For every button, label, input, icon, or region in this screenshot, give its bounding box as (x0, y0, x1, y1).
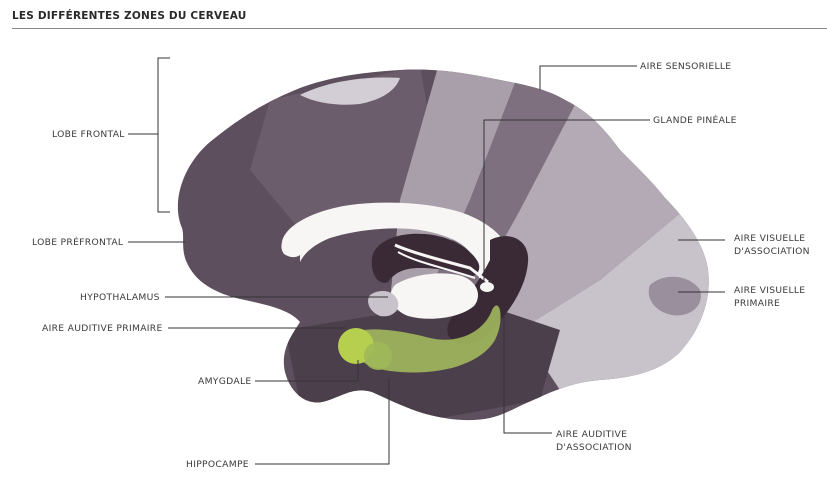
label-aire-sensorielle: AIRE SENSORIELLE (640, 60, 731, 73)
amygdala-overlap (364, 342, 392, 370)
label-aire-visuelle-primaire: AIRE VISUELLE PRIMAIRE (734, 284, 805, 310)
label-lobe-frontal: LOBE FRONTAL (52, 128, 125, 141)
label-amygdale: AMYGDALE (198, 375, 251, 388)
label-line: AIRE VISUELLE (734, 232, 810, 245)
label-line: AIRE AUDITIVE (556, 428, 632, 441)
label-aire-visuelle-association: AIRE VISUELLE D'ASSOCIATION (734, 232, 810, 258)
pineal-gland (480, 282, 494, 292)
label-aire-auditive-primaire: AIRE AUDITIVE PRIMAIRE (42, 322, 163, 335)
frontal-bracket (158, 58, 170, 212)
label-line: D'ASSOCIATION (734, 245, 810, 258)
label-lobe-prefrontal: LOBE PRÉFRONTAL (32, 236, 123, 249)
label-line: D'ASSOCIATION (556, 441, 632, 454)
label-hippocampe: HIPPOCAMPE (186, 458, 249, 471)
label-line: PRIMAIRE (734, 297, 805, 310)
leader-aire-sensorielle (540, 66, 637, 90)
label-hypothalamus: HYPOTHALAMUS (80, 291, 160, 304)
label-line: AIRE VISUELLE (734, 284, 805, 297)
label-aire-auditive-association: AIRE AUDITIVE D'ASSOCIATION (556, 428, 632, 454)
label-glande-pineale: GLANDE PINÉALE (653, 114, 737, 127)
